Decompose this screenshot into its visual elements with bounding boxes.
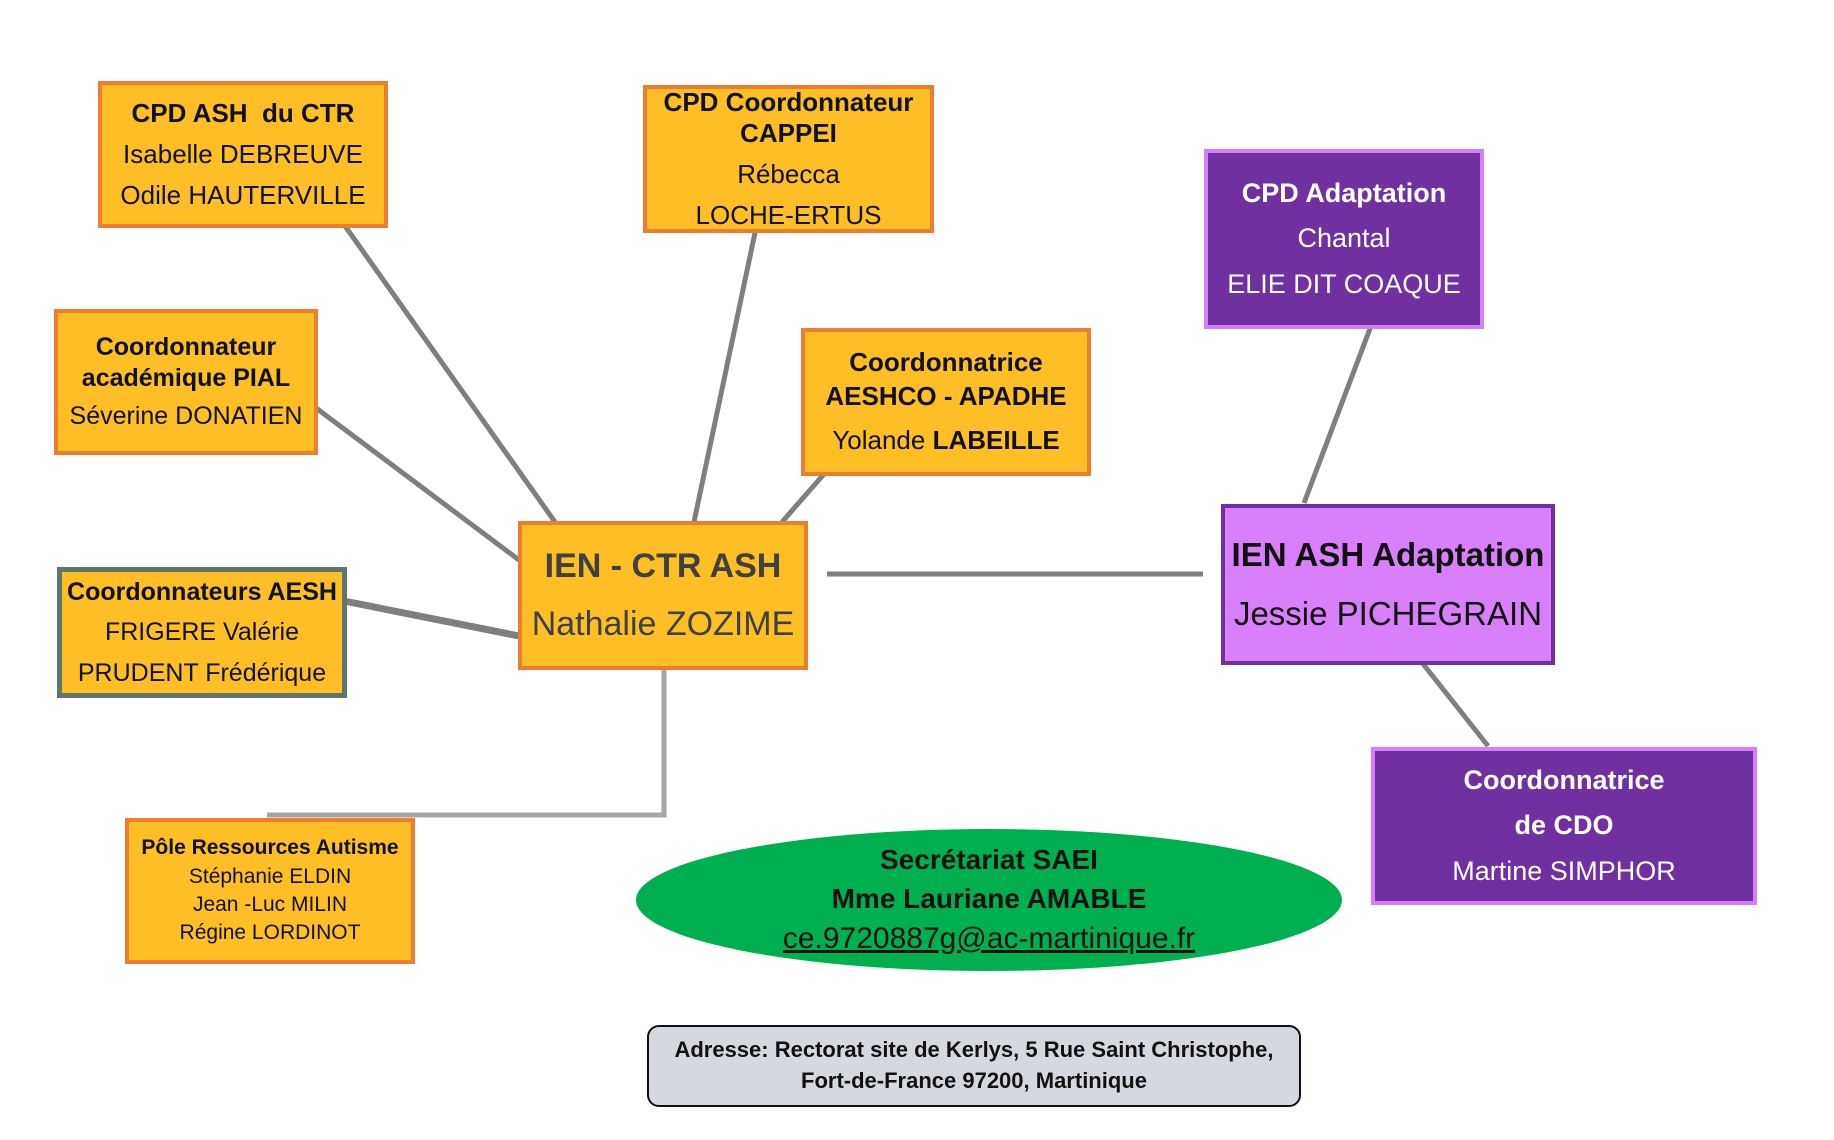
node-pole-autisme: Pôle Ressources Autisme Stéphanie ELDIN … <box>125 818 415 964</box>
node-line: Jean -Luc MILIN <box>192 893 348 916</box>
node-title: CPD Adaptation <box>1241 178 1447 209</box>
node-line: Odile HAUTERVILLE <box>120 180 366 211</box>
link-ien-to-cdo <box>1418 658 1490 748</box>
node-line: ELIE DIT COAQUE <box>1227 268 1461 299</box>
node-secretariat: Secrétariat SAEI Mme Lauriane AMABLE ce.… <box>636 829 1342 971</box>
link-ctr-to-center <box>342 224 558 524</box>
node-line: PRUDENT Frédérique <box>77 658 327 687</box>
node-ien-ctr-ash: IEN - CTR ASH Nathalie ZOZIME <box>518 521 808 670</box>
node-line: Jessie PICHEGRAIN <box>1233 594 1543 632</box>
secretariat-name: Mme Lauriane AMABLE <box>831 883 1147 914</box>
link-cpd-adaptation-to-ien <box>1301 325 1374 504</box>
node-title: de CDO <box>1514 810 1614 841</box>
node-line: Isabelle DEBREUVE <box>123 138 363 169</box>
link-pial-to-center <box>314 405 521 563</box>
node-title: Pôle Ressources Autisme <box>141 836 399 860</box>
node-pial: Coordonnateur académique PIAL Séverine D… <box>54 309 318 455</box>
secretariat-title: Secrétariat SAEI <box>880 843 1098 875</box>
node-title: Coordonnateurs AESH <box>67 577 337 606</box>
node-line: Martine SIMPHOR <box>1452 855 1676 886</box>
address-line: Fort-de-France 97200, Martinique <box>801 1068 1147 1093</box>
node-title: CAPPEI <box>740 117 837 148</box>
node-line: Régine LORDINOT <box>179 921 361 945</box>
node-ien-ash-adaptation: IEN ASH Adaptation Jessie PICHEGRAIN <box>1221 504 1555 665</box>
node-title: académique PIAL <box>81 364 291 393</box>
node-line: Stéphanie ELDIN <box>188 864 352 888</box>
node-title: CPD Coordonnateur <box>663 86 914 117</box>
link-autisme-to-center <box>267 668 667 818</box>
node-cpd-ash-ctr: CPD ASH du CTR Isabelle DEBREUVE Odile H… <box>98 81 388 228</box>
node-line: Séverine DONATIEN <box>69 401 303 430</box>
node-aeshco: Coordonnatrice AESHCO - APADHE Yolande L… <box>801 328 1091 476</box>
node-line: Nathalie ZOZIME <box>531 604 795 643</box>
node-title: Coordonnatrice <box>1463 765 1665 796</box>
node-title: IEN - CTR ASH <box>544 546 782 585</box>
node-line: Chantal <box>1297 223 1391 254</box>
node-title: CPD ASH du CTR <box>131 97 355 128</box>
node-title: Coordonnatrice <box>849 347 1043 378</box>
last-name: LABEILLE <box>932 424 1060 455</box>
node-title: Coordonnateur <box>95 333 277 362</box>
node-line: Yolande LABEILLE <box>832 424 1059 458</box>
address-box: Adresse: Rectorat site de Kerlys, 5 Rue … <box>647 1025 1301 1107</box>
node-title: AESHCO - APADHE <box>825 381 1067 412</box>
node-line: FRIGERE Valérie <box>104 618 300 647</box>
node-cdo: Coordonnatrice de CDO Martine SIMPHOR <box>1371 747 1757 905</box>
node-cpd-cappei: CPD Coordonnateur CAPPEI Rébecca LOCHE-E… <box>643 85 934 233</box>
node-cpd-adaptation: CPD Adaptation Chantal ELIE DIT COAQUE <box>1204 149 1484 329</box>
link-aesh-to-center <box>343 597 520 640</box>
link-aeshco-to-center <box>780 472 826 524</box>
node-aesh: Coordonnateurs AESH FRIGERE Valérie PRUD… <box>57 567 347 698</box>
first-name: Yolande <box>832 424 933 455</box>
node-line: Rébecca <box>737 159 840 189</box>
address-line: Adresse: Rectorat site de Kerlys, 5 Rue … <box>674 1037 1274 1063</box>
node-line: LOCHE-ERTUS <box>695 200 882 231</box>
secretariat-email-link[interactable]: ce.9720887g@ac-martinique.fr <box>782 922 1196 956</box>
node-title: IEN ASH Adaptation <box>1231 535 1545 573</box>
link-cappei-to-center <box>691 227 759 523</box>
